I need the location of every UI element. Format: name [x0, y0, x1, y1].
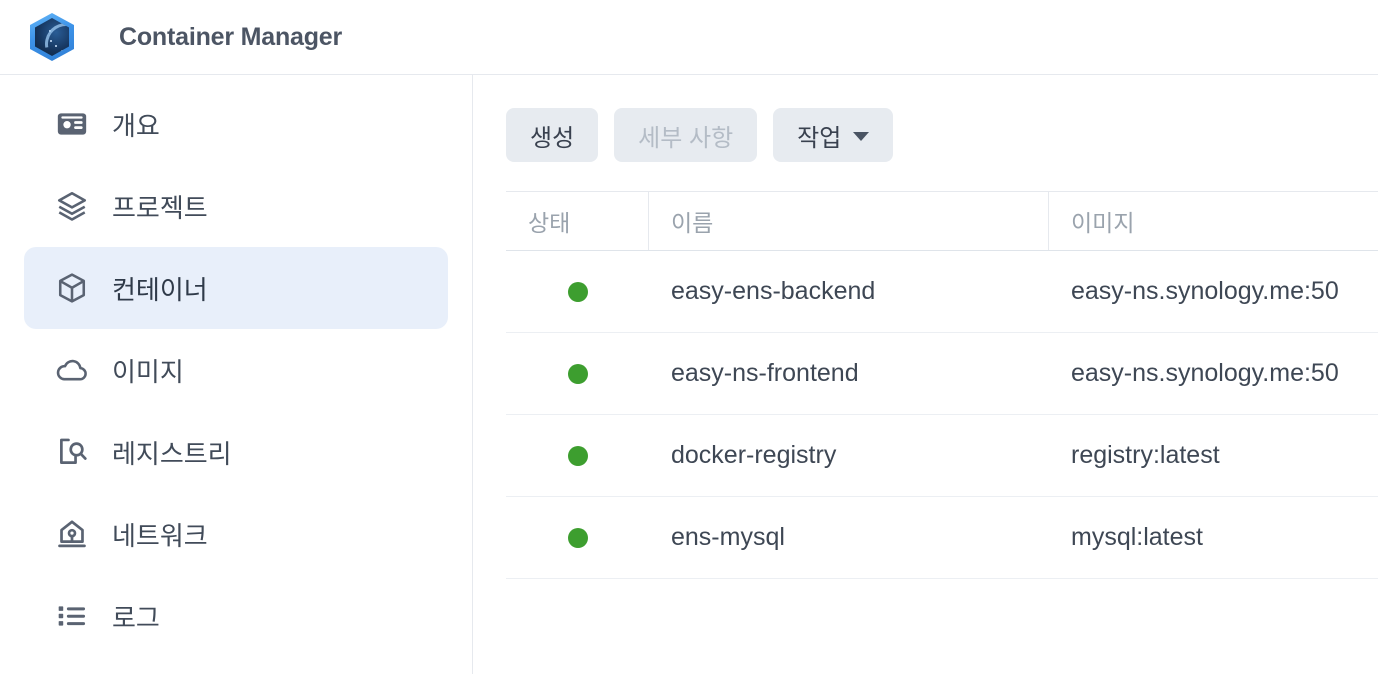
layers-icon	[52, 186, 92, 226]
action-dropdown-button[interactable]: 작업	[773, 108, 894, 162]
status-cell	[506, 415, 649, 496]
cube-icon	[52, 268, 92, 308]
body-split: 개요 프로젝트	[0, 75, 1378, 674]
id-card-icon	[52, 104, 92, 144]
sidebar-item-label: 로그	[112, 602, 160, 633]
image-cell: easy-ns.synology.me:50	[1071, 359, 1339, 387]
details-button[interactable]: 세부 사항	[614, 108, 758, 162]
sidebar-item-label: 레지스트리	[112, 438, 232, 469]
table-header-row: 상태 이름 이미지	[506, 192, 1378, 251]
status-running-dot-icon	[567, 281, 588, 302]
sidebar-item-overview[interactable]: 개요	[24, 83, 448, 165]
status-cell	[506, 497, 649, 578]
sidebar: 개요 프로젝트	[0, 75, 473, 674]
sidebar-item-project[interactable]: 프로젝트	[24, 165, 448, 247]
app-title: Container Manager	[119, 22, 343, 51]
image-cell: mysql:latest	[1071, 523, 1203, 551]
table-row[interactable]: ens-mysql mysql:latest	[506, 497, 1378, 579]
action-dropdown-label: 작업	[797, 124, 842, 152]
toolbar: 생성 세부 사항 작업	[473, 75, 1378, 162]
create-button[interactable]: 생성	[506, 108, 599, 162]
sidebar-item-label: 네트워크	[112, 520, 208, 551]
sidebar-item-label: 개요	[112, 110, 160, 141]
network-icon	[52, 514, 92, 554]
sidebar-item-label: 컨테이너	[112, 274, 208, 305]
table-row[interactable]: easy-ens-backend easy-ns.synology.me:50	[506, 251, 1378, 333]
list-icon	[52, 596, 92, 636]
status-running-dot-icon	[567, 363, 588, 384]
status-cell	[506, 251, 649, 332]
sidebar-item-log[interactable]: 로그	[24, 575, 448, 657]
status-running-dot-icon	[567, 527, 588, 548]
sidebar-item-network[interactable]: 네트워크	[24, 493, 448, 575]
sidebar-item-container[interactable]: 컨테이너	[24, 247, 448, 329]
container-table: 상태 이름 이미지 easy-ens-backend easy-ns.synol…	[506, 191, 1378, 579]
sidebar-item-registry[interactable]: 레지스트리	[24, 411, 448, 493]
column-header-name[interactable]: 이름	[649, 192, 1049, 250]
name-cell: docker-registry	[671, 441, 837, 469]
image-cell: easy-ns.synology.me:50	[1071, 277, 1339, 305]
table-row[interactable]: easy-ns-frontend easy-ns.synology.me:50	[506, 333, 1378, 415]
status-cell	[506, 333, 649, 414]
name-cell: easy-ns-frontend	[671, 359, 859, 387]
name-cell: easy-ens-backend	[671, 277, 876, 305]
cloud-icon	[52, 350, 92, 390]
image-cell: registry:latest	[1071, 441, 1220, 469]
search-box-icon	[52, 432, 92, 472]
table-row[interactable]: docker-registry registry:latest	[506, 415, 1378, 497]
column-header-status[interactable]: 상태	[506, 192, 649, 250]
column-header-image[interactable]: 이미지	[1071, 210, 1135, 236]
content-area: 생성 세부 사항 작업 상태 이름 이미지 easy-ens-bac	[473, 75, 1378, 674]
sidebar-item-label: 이미지	[112, 356, 184, 387]
name-cell: ens-mysql	[671, 523, 785, 551]
status-running-dot-icon	[567, 445, 588, 466]
sidebar-item-label: 프로젝트	[112, 192, 208, 223]
chevron-down-icon	[853, 132, 870, 141]
title-bar: Container Manager	[0, 0, 1378, 75]
container-manager-hexagon-icon	[26, 12, 76, 62]
sidebar-item-image[interactable]: 이미지	[24, 329, 448, 411]
